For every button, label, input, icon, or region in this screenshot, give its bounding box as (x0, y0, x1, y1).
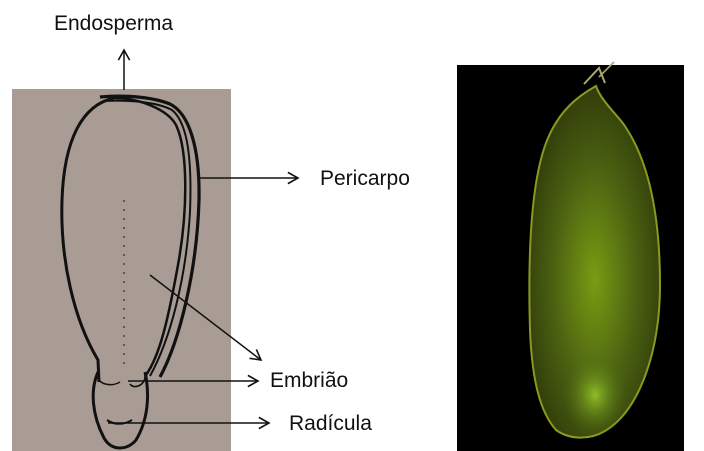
label-radicula: Radícula (289, 413, 372, 434)
label-embriao: Embrião (270, 370, 348, 391)
label-pericarpo: Pericarpo (320, 168, 410, 189)
embryo-glow (563, 353, 627, 437)
label-endosperma: Endosperma (54, 13, 173, 34)
sketch-panel (12, 89, 231, 451)
top-caption-cutoff (0, 0, 704, 7)
